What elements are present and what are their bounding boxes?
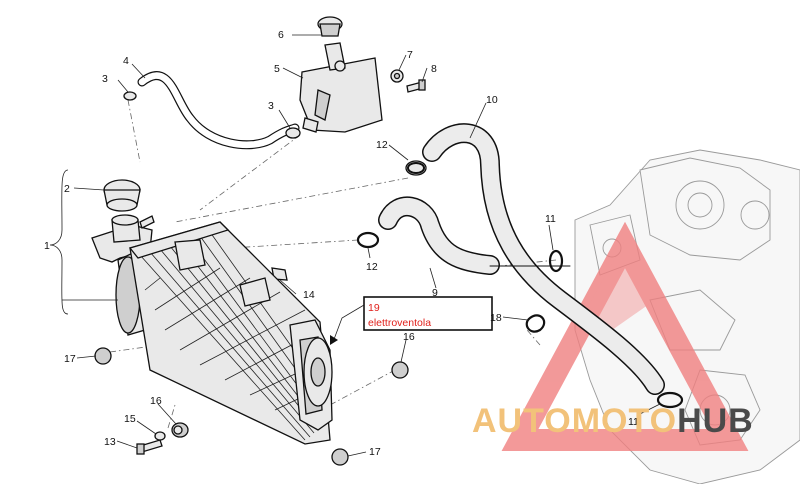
svg-text:AUTOMOTOHUB: AUTOMOTOHUB [472,402,754,440]
callout-6: 6 [278,29,284,41]
callout-12-lower: 12 [366,261,378,273]
callout-15: 15 [124,413,136,425]
clamp-12-lower [356,231,380,249]
radiator-cap-2 [103,179,141,212]
callout-8: 8 [431,63,437,75]
clamp-3-lower [285,127,301,139]
watermark-word-hub: HUB [677,402,754,440]
hose-9-lower [378,196,571,275]
callout-17-bottom: 17 [369,446,381,458]
annotation-number: 19 [368,302,380,314]
callout-18: 18 [490,312,502,324]
callout-3-upper: 3 [102,73,108,85]
hose-10-upper [422,123,665,395]
hose-4-overflow [137,71,300,150]
callout-11-upper: 11 [545,213,556,225]
screw-13 [136,439,163,455]
screw-8 [406,79,426,93]
callout-10: 10 [486,94,498,106]
annotation-text: elettroventola [368,317,431,329]
clamp-3-upper [123,91,137,101]
annotation-box: 19 elettroventola [330,296,493,345]
callout-4: 4 [123,55,129,67]
callout-5: 5 [274,63,280,75]
watermark-triangle [501,221,749,451]
grommet-16-right [391,361,409,379]
callout-leaders [49,34,661,457]
watermark-word-automoto: AUTOMOTO [472,402,677,440]
callout-12-upper: 12 [376,139,388,151]
callout-16-lower: 16 [150,395,162,407]
washer-15 [154,431,166,441]
callout-3-lower: 3 [268,100,274,112]
callout-14: 14 [303,289,315,301]
callout-1: 1 [44,240,50,252]
watermark-logo [501,221,749,451]
callout-17-left: 17 [64,353,76,365]
cooling-fan-19 [303,337,333,407]
callout-7: 7 [407,49,413,61]
callout-13: 13 [104,436,116,448]
callout-numbers: 6 5 4 3 3 7 8 10 12 11 9 12 2 1 14 18 17… [44,29,639,458]
clamp-12-upper [405,160,427,176]
clamp-11-upper [548,249,564,273]
clamp-11-lower [656,391,684,409]
callout-16-right: 16 [403,331,415,343]
callout-9: 9 [432,287,438,299]
callout-2: 2 [64,183,70,195]
bracket-18 [525,314,546,333]
callout-11-lower: 11 [628,416,639,428]
grommet-17-bottom [331,448,349,466]
radiator-1 [91,214,333,445]
bolt-7 [390,69,404,83]
grommet-16-lower [171,422,189,438]
watermark-text: AUTOMOTOHUB [472,402,754,440]
expansion-tank [299,16,383,133]
grommet-17-left [94,347,112,365]
